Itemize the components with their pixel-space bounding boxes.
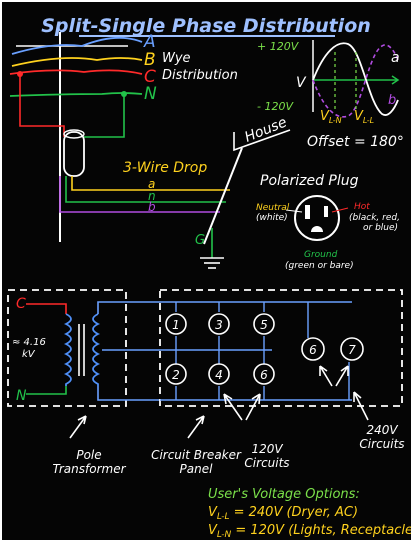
breaker-4: 4 bbox=[208, 363, 230, 385]
drop-b-label: b bbox=[148, 200, 156, 214]
svg-text:1: 1 bbox=[172, 318, 180, 332]
wave-minus-label: - 120V bbox=[257, 100, 294, 113]
plug-hot-slot bbox=[324, 206, 328, 217]
circuits-120-label-2: Circuits bbox=[244, 456, 289, 470]
circuits-120-label-1: 120V bbox=[251, 442, 283, 456]
label-a: A bbox=[143, 32, 156, 52]
wye-label-1: Wye bbox=[162, 51, 191, 66]
neutral-sub: (white) bbox=[256, 213, 288, 223]
vln-label: VL-N bbox=[320, 109, 342, 125]
circuits-240-label-1: 240V bbox=[366, 423, 398, 437]
svg-text:2: 2 bbox=[172, 368, 180, 382]
wave-axis-arrow bbox=[391, 75, 400, 85]
tap-wire-c bbox=[19, 74, 65, 137]
chalkboard: Split-Single Phase Distribution A B C N … bbox=[2, 2, 411, 540]
plug-face bbox=[294, 195, 340, 241]
line-b bbox=[11, 57, 143, 67]
diagram-canvas: Split-Single Phase Distribution A B C N … bbox=[7, 15, 411, 540]
secondary-wire-top bbox=[97, 301, 160, 314]
svg-text:4: 4 bbox=[215, 368, 223, 382]
ground-g-label: G bbox=[195, 233, 205, 248]
plug-neutral-slot bbox=[305, 205, 310, 219]
plug-title: Polarized Plug bbox=[260, 173, 359, 189]
primary-coil bbox=[63, 313, 72, 386]
drop-wire-a bbox=[71, 176, 230, 191]
drop-wire-n bbox=[65, 176, 226, 203]
circuit-120-arrows bbox=[223, 393, 261, 421]
primary-wire-n bbox=[26, 386, 67, 395]
neutral-leader bbox=[285, 209, 303, 213]
svg-text:5: 5 bbox=[260, 318, 268, 332]
house-wall bbox=[203, 147, 243, 245]
wave-v-label: V bbox=[296, 75, 307, 91]
secondary-wire-bottom bbox=[97, 386, 160, 401]
options-ll: VL-L = 240V (Dryer, AC) bbox=[208, 505, 358, 522]
options-title: User's Voltage Options: bbox=[208, 487, 360, 502]
breaker-2: 2 bbox=[165, 363, 187, 385]
offset-label: Offset = 180° bbox=[307, 134, 404, 150]
drop-label: 3-Wire Drop bbox=[123, 160, 207, 176]
pole-transformer-can bbox=[63, 131, 85, 177]
hot-sub-1: (black, red, bbox=[349, 213, 400, 223]
house-roof bbox=[233, 129, 291, 152]
hot-leader bbox=[331, 207, 349, 213]
circuits-240-label-2: Circuits bbox=[359, 437, 404, 451]
ground-sub: (green or bare) bbox=[285, 261, 354, 271]
drop-a-label: a bbox=[148, 177, 155, 191]
wave-b-label: b bbox=[388, 93, 396, 108]
neutral-label: Neutral bbox=[256, 203, 290, 213]
breaker-6-double: 6 bbox=[301, 337, 325, 361]
label-n: N bbox=[144, 84, 157, 104]
circuit-240-arrows bbox=[319, 365, 349, 387]
breaker-3: 3 bbox=[208, 313, 230, 335]
breaker-panel-box bbox=[159, 289, 403, 407]
svg-text:6: 6 bbox=[260, 368, 268, 382]
pole-label-2: Transformer bbox=[52, 462, 126, 476]
transformer-c-label: C bbox=[16, 296, 26, 312]
can-top bbox=[63, 129, 85, 139]
drop-wire-b bbox=[59, 176, 220, 213]
line-neutral bbox=[9, 92, 143, 97]
ground-label: Ground bbox=[304, 250, 338, 260]
transformer-box bbox=[7, 289, 127, 407]
transformer-n-label: N bbox=[16, 388, 27, 404]
kv-label-1: ≈ 4.16 bbox=[12, 337, 46, 348]
svg-text:6: 6 bbox=[309, 343, 317, 357]
drop-n-label: n bbox=[148, 189, 156, 203]
wave-a-label: a bbox=[391, 50, 400, 66]
wave-a bbox=[312, 42, 399, 116]
breaker-7-double: 7 bbox=[340, 337, 364, 361]
house-label: House bbox=[243, 114, 290, 145]
plug-ground-hole bbox=[311, 226, 323, 232]
options-ln: VL-N = 120V (Lights, Receptacles) bbox=[208, 523, 411, 540]
kv-label-2: kV bbox=[22, 349, 36, 360]
hot-label: Hot bbox=[354, 202, 370, 212]
label-b: B bbox=[144, 50, 156, 70]
wye-label-2: Distribution bbox=[162, 68, 238, 83]
svg-text:3: 3 bbox=[215, 318, 223, 332]
pole-label-1: Pole bbox=[76, 448, 101, 462]
panel-label-2: Panel bbox=[180, 462, 214, 476]
secondary-coil bbox=[92, 313, 101, 386]
line-a bbox=[11, 36, 143, 55]
line-c bbox=[9, 69, 143, 75]
breaker-5: 5 bbox=[253, 313, 275, 335]
diagram-title: Split-Single Phase Distribution bbox=[41, 15, 371, 37]
breaker-6: 6 bbox=[253, 363, 275, 385]
vll-label: VL-L bbox=[354, 109, 374, 125]
wave-b bbox=[312, 44, 399, 118]
tap-wire-n bbox=[84, 94, 125, 138]
panel-label-1: Circuit Breaker bbox=[151, 448, 242, 462]
breaker-1: 1 bbox=[165, 313, 187, 335]
svg-text:7: 7 bbox=[348, 343, 356, 357]
primary-wire-c bbox=[26, 303, 67, 314]
hot-sub-2: or blue) bbox=[363, 223, 398, 233]
label-c: C bbox=[144, 67, 156, 87]
wave-plus-label: + 120V bbox=[257, 40, 300, 53]
pointer-arrows bbox=[69, 391, 369, 439]
